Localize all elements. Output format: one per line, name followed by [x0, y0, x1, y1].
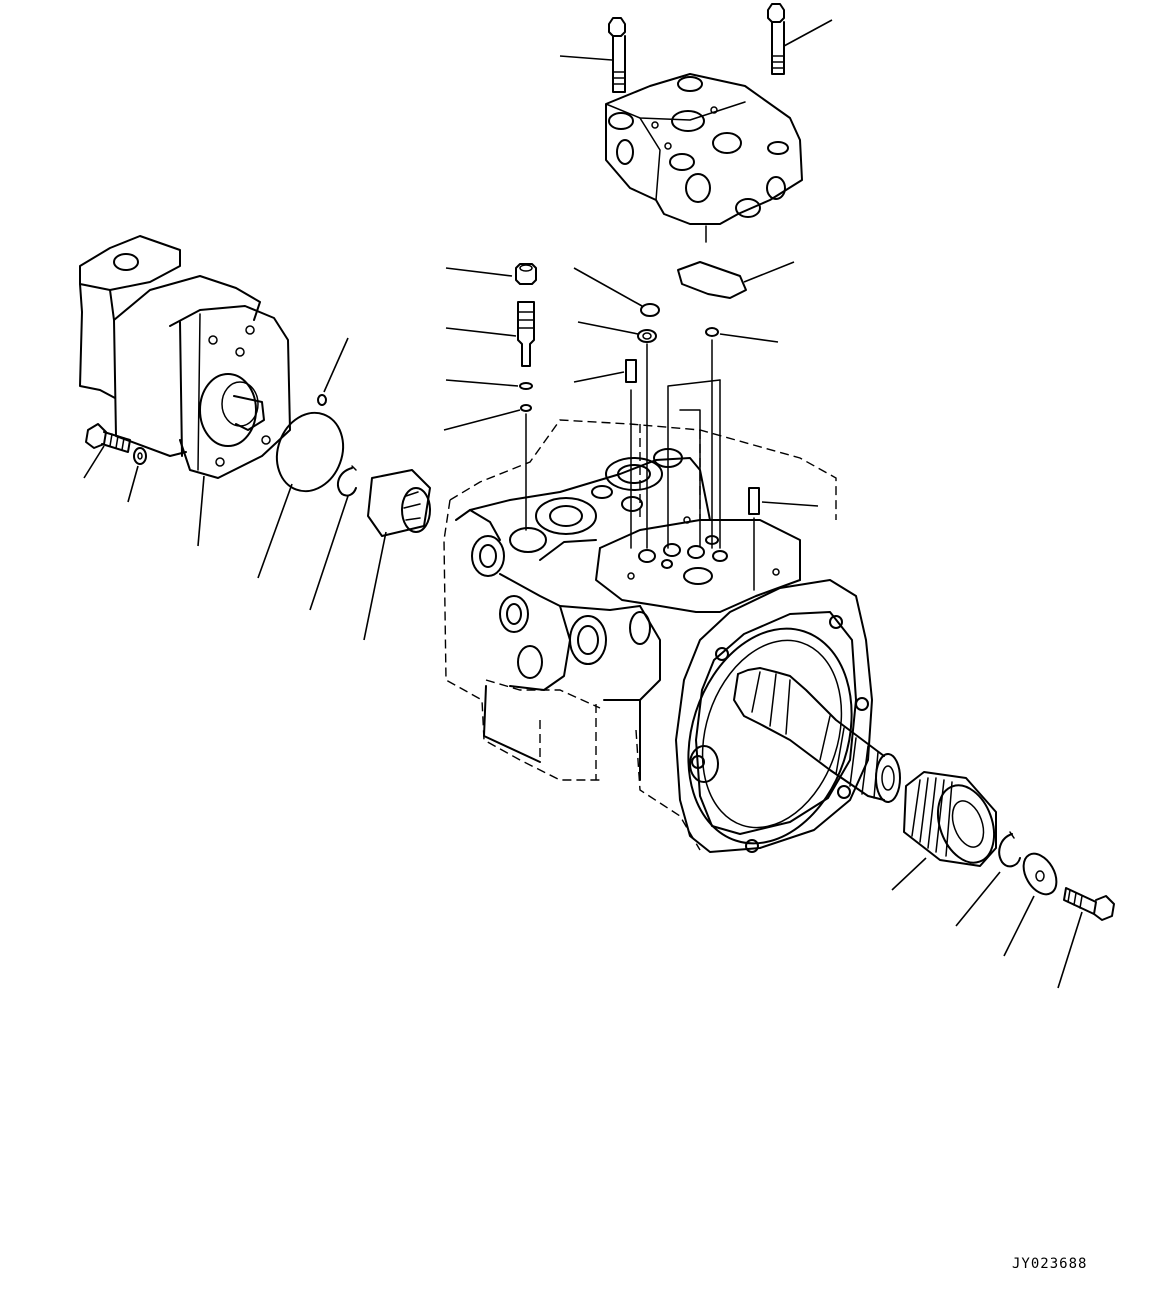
seal-washer-icon — [637, 329, 657, 343]
gasket-icon — [677, 261, 747, 299]
snap-ring-icon — [336, 465, 357, 497]
shaft-snap-ring-icon — [998, 831, 1021, 868]
shaft-bolt-icon — [1063, 887, 1115, 921]
pump-washer-icon — [133, 447, 147, 465]
splined-coupling-icon — [903, 771, 997, 867]
ball-icon — [640, 303, 660, 317]
valve-spool-icon — [517, 301, 535, 367]
drawing-id-label: JY023688 — [1012, 1256, 1088, 1272]
cap-screw-top-left-icon — [608, 17, 626, 93]
gear-pump-icon — [79, 235, 291, 479]
leader-lines — [83, 19, 1083, 989]
main-pump-housing-icon — [443, 419, 901, 853]
coupling-sleeve-icon — [367, 469, 431, 537]
valve-block-icon — [605, 73, 803, 243]
cap-screw-top-right-icon — [767, 3, 785, 75]
dowel-pin-icon — [625, 359, 760, 515]
pump-mount-bolt-icon — [85, 423, 131, 453]
small-o-ring-icon — [519, 327, 719, 412]
pump-o-ring-icon — [275, 394, 345, 493]
thrust-plate-icon — [1022, 852, 1058, 896]
plug-icon — [515, 263, 537, 285]
